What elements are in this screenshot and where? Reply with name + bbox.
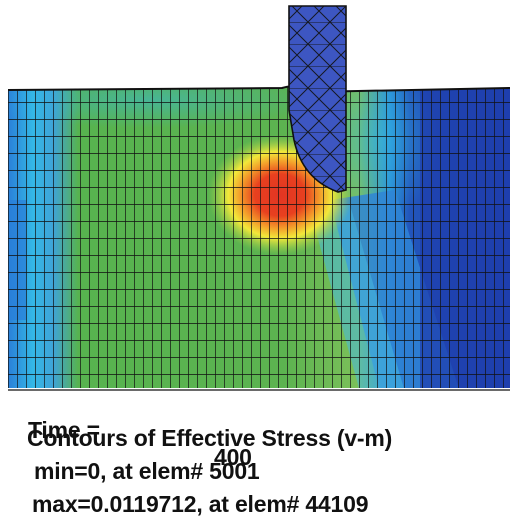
indenter-tool xyxy=(288,5,347,193)
contour-plot xyxy=(7,5,511,391)
time-label: Time = xyxy=(28,417,100,443)
min-value-text: min=0, at elem# 5001 xyxy=(34,458,260,484)
workpiece-contours xyxy=(8,86,510,388)
time-readout: Time = 400 xyxy=(0,390,515,498)
contour-title: Contours of Effective Stress (v-m) xyxy=(27,425,393,451)
time-value: 400 xyxy=(214,444,252,470)
max-value-text: max=0.0119712, at elem# 44109 xyxy=(32,491,369,517)
